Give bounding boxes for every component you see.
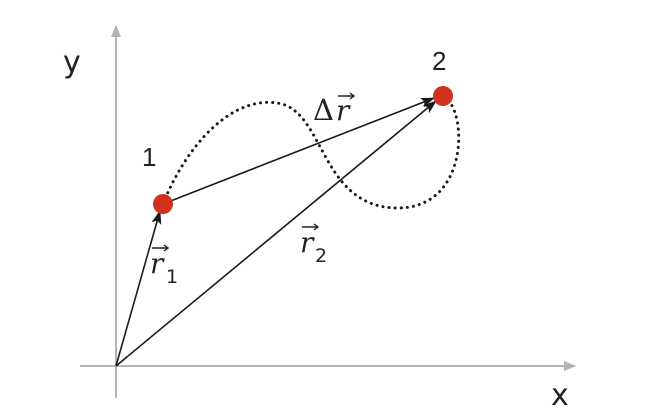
delta-r-prefix: Δ — [313, 93, 334, 127]
r2-subscript: 2 — [315, 245, 327, 267]
r2-arrow-icon — [302, 223, 320, 231]
trajectory-path — [161, 94, 461, 210]
r1-vector — [115, 210, 162, 367]
y-axis-label: y — [63, 45, 81, 80]
delta-r-vector — [162, 97, 435, 205]
r1-name: r — [150, 247, 165, 280]
delta-r-name: r — [336, 94, 351, 127]
r1-vector-label: r 1 — [150, 244, 178, 288]
point-2-marker — [433, 86, 453, 106]
r1-arrow-icon — [152, 244, 170, 252]
r2-vector-label: r 2 — [300, 223, 327, 267]
delta-r-vector-label: Δ r — [313, 92, 356, 127]
r2-vector — [115, 100, 437, 367]
point-1-marker — [153, 194, 173, 214]
point-2-label: 2 — [432, 46, 446, 76]
delta-r-arrow-icon — [338, 92, 356, 100]
r2-name: r — [300, 226, 315, 259]
point-1-label: 1 — [142, 142, 156, 172]
r1-subscript: 1 — [166, 266, 178, 288]
x-axis-label: x — [551, 378, 569, 413]
